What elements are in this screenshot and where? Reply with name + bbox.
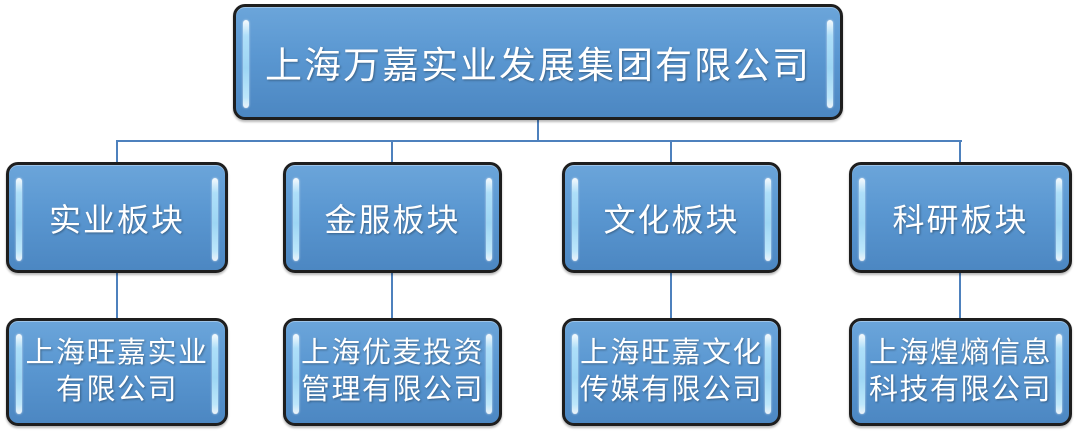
company-name-line: 科技有限公司 — [868, 374, 1052, 406]
company-box-finance: 上海优麦投资 管理有限公司 — [283, 318, 502, 426]
company-name-line: 上海旺嘉文化 — [579, 337, 763, 369]
company-name-line: 传媒有限公司 — [579, 374, 763, 406]
connector-company-drop-2 — [391, 272, 393, 319]
company-name-line: 上海煌熵信息 — [868, 337, 1052, 369]
connector-sector-drop-3 — [670, 140, 672, 163]
connector-company-drop-3 — [670, 272, 672, 319]
root-box: 上海万嘉实业发展集团有限公司 — [233, 4, 843, 120]
connector-company-drop-1 — [116, 272, 118, 319]
sector-label-finance: 金服板块 — [324, 201, 461, 238]
connector-level1-hline — [116, 140, 962, 142]
connector-company-drop-4 — [959, 272, 961, 319]
connector-sector-drop-2 — [391, 140, 393, 163]
company-name-line: 上海优麦投资 — [300, 337, 484, 369]
company-name-finance: 上海优麦投资 管理有限公司 — [301, 335, 484, 409]
company-name-line: 上海旺嘉实业 — [25, 337, 209, 369]
company-name-line: 有限公司 — [55, 374, 178, 406]
company-name-research: 上海煌熵信息 科技有限公司 — [869, 335, 1052, 409]
sector-label-industrial: 实业板块 — [48, 201, 185, 238]
sector-box-research: 科研板块 — [849, 162, 1072, 273]
company-name-industrial: 上海旺嘉实业 有限公司 — [25, 335, 208, 409]
company-box-research: 上海煌熵信息 科技有限公司 — [849, 318, 1072, 426]
connector-sector-drop-4 — [959, 140, 961, 163]
sector-label-culture: 文化板块 — [603, 201, 740, 238]
connector-sector-drop-1 — [116, 140, 118, 163]
sector-label-research: 科研板块 — [892, 201, 1029, 238]
connector-root-stem — [537, 120, 539, 142]
company-name-line: 管理有限公司 — [300, 374, 484, 406]
sector-box-finance: 金服板块 — [283, 162, 502, 273]
sector-box-industrial: 实业板块 — [6, 162, 228, 273]
company-box-industrial: 上海旺嘉实业 有限公司 — [6, 318, 228, 426]
sector-box-culture: 文化板块 — [562, 162, 781, 273]
company-box-culture: 上海旺嘉文化 传媒有限公司 — [562, 318, 781, 426]
root-label: 上海万嘉实业发展集团有限公司 — [265, 46, 811, 87]
company-name-culture: 上海旺嘉文化 传媒有限公司 — [580, 335, 763, 409]
